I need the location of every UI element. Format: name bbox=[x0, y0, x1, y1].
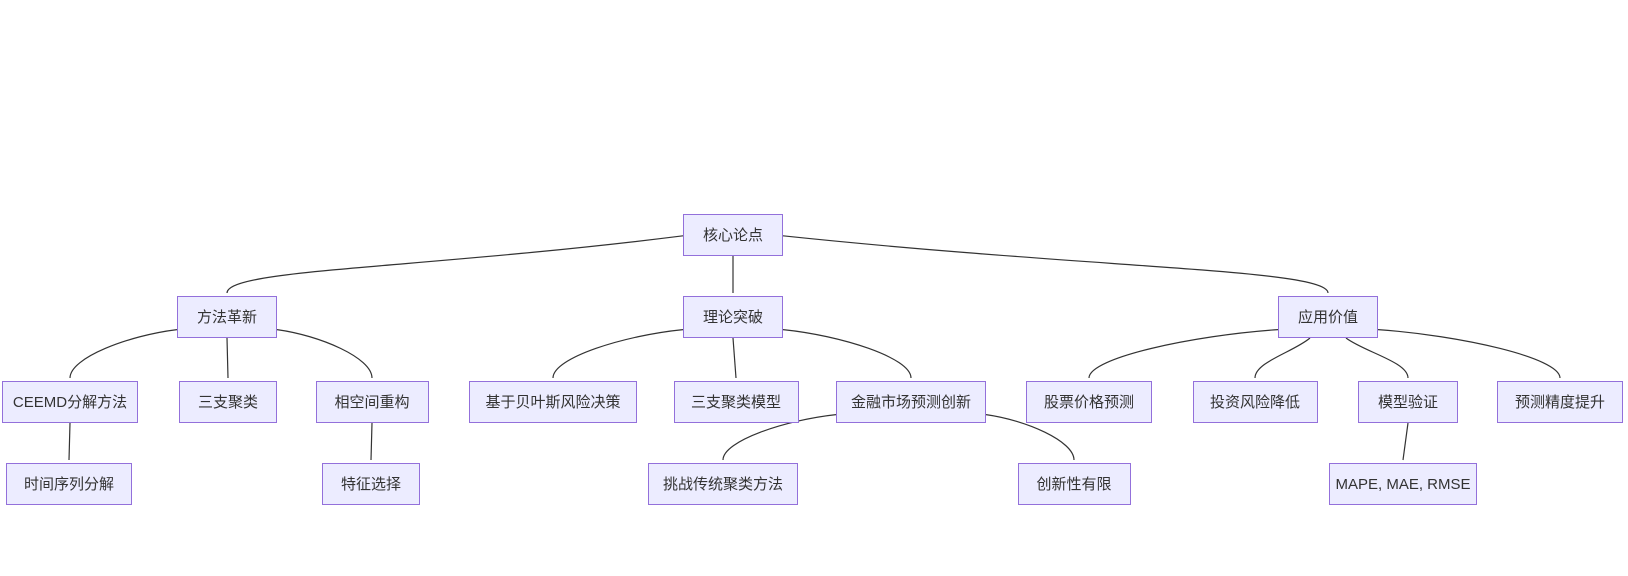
node-label: 方法革新 bbox=[196, 308, 257, 326]
node-label: 时间序列分解 bbox=[23, 475, 114, 493]
node-label: 投资风险降低 bbox=[1209, 393, 1300, 411]
node-label: CEEMD分解方法 bbox=[12, 393, 128, 411]
node-label: 应用价值 bbox=[1297, 308, 1358, 326]
edge-application-value-to-stock-price-prediction bbox=[1088, 329, 1279, 379]
node-investment-risk-reduction: 投资风险降低 bbox=[1192, 381, 1318, 423]
node-three-way-cluster-model: 三支聚类模型 bbox=[673, 381, 799, 423]
edge-financial-market-forecast-to-limited-innovation bbox=[985, 414, 1075, 461]
edge-application-value-to-model-validation bbox=[1345, 337, 1409, 379]
node-label: 核心论点 bbox=[702, 226, 763, 244]
edge-root-to-method-innovation bbox=[226, 235, 684, 294]
node-label: 三支聚类模型 bbox=[690, 393, 781, 411]
edge-model-validation-to-mape-mae-rmse bbox=[1402, 422, 1409, 461]
node-label: 挑战传统聚类方法 bbox=[662, 475, 783, 493]
node-label: 模型验证 bbox=[1377, 393, 1438, 411]
node-mape-mae-rmse: MAPE, MAE, RMSE bbox=[1329, 463, 1477, 505]
node-label: 三支聚类 bbox=[197, 393, 258, 411]
edge-financial-market-forecast-to-challenge-traditional bbox=[722, 414, 837, 461]
node-feature-selection: 特征选择 bbox=[322, 463, 420, 505]
node-label: 基于贝叶斯风险决策 bbox=[485, 393, 621, 411]
node-theory-breakthrough: 理论突破 bbox=[683, 296, 783, 338]
edge-method-innovation-to-phase-space-reconstruction bbox=[276, 329, 373, 379]
node-stock-price-prediction: 股票价格预测 bbox=[1026, 381, 1152, 423]
node-financial-market-forecast: 金融市场预测创新 bbox=[836, 381, 986, 423]
node-model-validation: 模型验证 bbox=[1358, 381, 1458, 423]
edge-phase-space-reconstruction-to-feature-selection bbox=[370, 422, 373, 461]
node-label: 特征选择 bbox=[340, 475, 401, 493]
node-label: 金融市场预测创新 bbox=[850, 393, 971, 411]
node-limited-innovation: 创新性有限 bbox=[1017, 463, 1131, 505]
node-bayesian-risk-decision: 基于贝叶斯风险决策 bbox=[469, 381, 637, 423]
node-label: 相空间重构 bbox=[334, 393, 410, 411]
node-prediction-accuracy: 预测精度提升 bbox=[1497, 381, 1623, 423]
edge-application-value-to-investment-risk-reduction bbox=[1254, 337, 1311, 379]
node-ceemd-decomposition: CEEMD分解方法 bbox=[2, 381, 138, 423]
node-label: 创新性有限 bbox=[1036, 475, 1112, 493]
edge-theory-breakthrough-to-bayesian-risk-decision bbox=[552, 329, 684, 379]
node-label: 预测精度提升 bbox=[1514, 393, 1605, 411]
edge-method-innovation-to-ceemd-decomposition bbox=[69, 329, 178, 379]
node-phase-space-reconstruction: 相空间重构 bbox=[315, 381, 429, 423]
edge-ceemd-decomposition-to-time-series-decomposition bbox=[68, 422, 71, 461]
node-label: MAPE, MAE, RMSE bbox=[1335, 475, 1471, 493]
node-label: 理论突破 bbox=[702, 308, 763, 326]
node-time-series-decomposition: 时间序列分解 bbox=[6, 463, 132, 505]
edge-theory-breakthrough-to-three-way-cluster-model bbox=[732, 337, 737, 379]
edge-root-to-application-value bbox=[782, 235, 1329, 294]
edge-theory-breakthrough-to-financial-market-forecast bbox=[782, 329, 912, 379]
edge-method-innovation-to-three-way-clustering bbox=[226, 337, 229, 379]
node-challenge-traditional: 挑战传统聚类方法 bbox=[648, 463, 798, 505]
node-root: 核心论点 bbox=[683, 214, 783, 256]
node-method-innovation: 方法革新 bbox=[177, 296, 277, 338]
node-label: 股票价格预测 bbox=[1043, 393, 1134, 411]
node-three-way-clustering: 三支聚类 bbox=[179, 381, 277, 423]
node-application-value: 应用价值 bbox=[1278, 296, 1378, 338]
edge-application-value-to-prediction-accuracy bbox=[1377, 329, 1561, 379]
